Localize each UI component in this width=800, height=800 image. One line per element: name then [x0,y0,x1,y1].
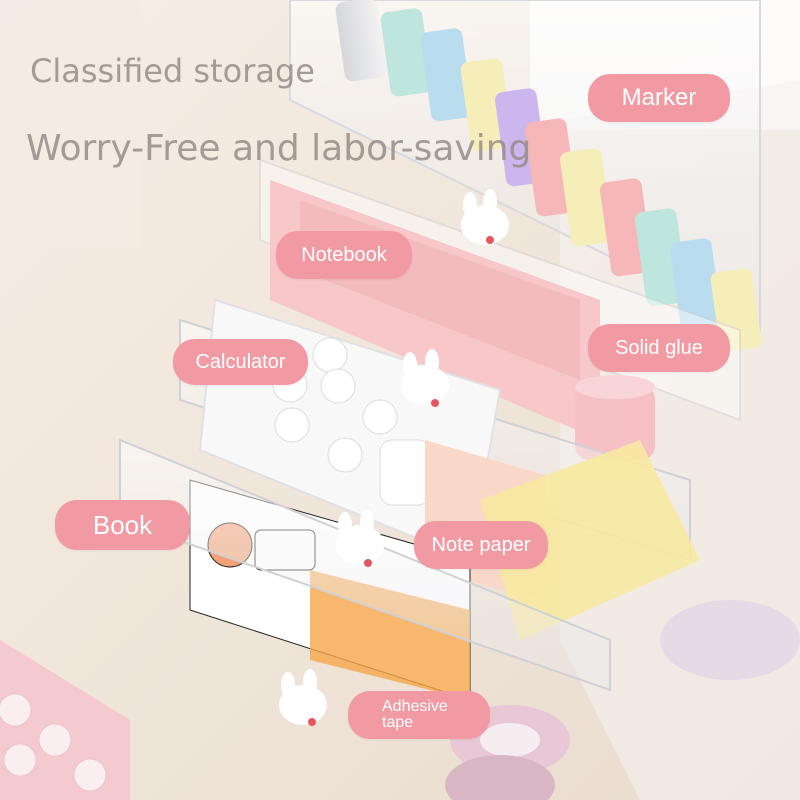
bunny-handle-1 [461,189,509,245]
label-note-paper: Note paper [414,521,548,569]
label-calculator: Calculator [173,339,308,385]
headline-line-2: Worry-Free and labor-saving [26,128,532,169]
label-notebook: Notebook [276,231,412,279]
wall-panel [0,0,140,250]
bunny-handle-2 [401,349,449,407]
label-book: Book [55,500,190,550]
label-adhesive-line-2: tape [382,714,414,731]
bunny-handle-3 [336,509,384,567]
label-marker: Marker [588,74,730,122]
label-adhesive-line-1: Adhesive [382,698,448,715]
solid-glue [575,385,655,460]
label-adhesive-tape: Adhesive tape [348,691,490,739]
headline-line-1: Classified storage [30,52,315,90]
bunny-handle-4 [279,669,327,726]
keyboard [0,640,130,800]
label-solid-glue: Solid glue [588,324,730,372]
